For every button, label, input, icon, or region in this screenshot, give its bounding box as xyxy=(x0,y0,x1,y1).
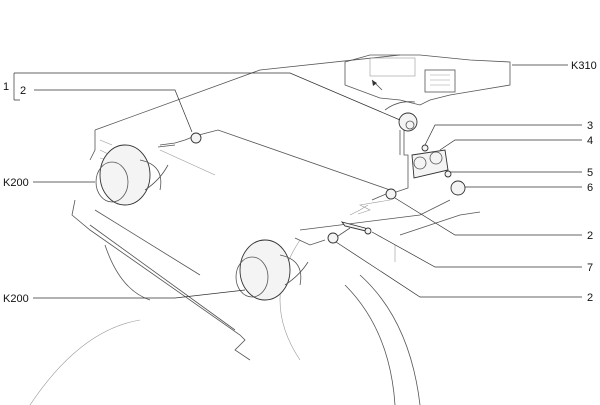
callout-6: 6 xyxy=(587,182,593,194)
fog-lamp-lower xyxy=(235,239,309,301)
wiring-harness xyxy=(157,128,409,246)
callout-1: 1 xyxy=(3,81,9,93)
callout-4: 4 xyxy=(587,135,593,147)
callout-3: 3 xyxy=(587,120,593,132)
car-body-outline xyxy=(29,54,481,405)
callout-5: 5 xyxy=(587,167,593,179)
switch-assembly xyxy=(398,112,466,196)
callout-2-left: 2 xyxy=(20,85,26,97)
callout-2-right-lower: 2 xyxy=(587,292,593,304)
callout-7: 7 xyxy=(587,262,593,274)
callout-k200-upper: K200 xyxy=(3,177,29,189)
dashboard-illustration xyxy=(344,54,511,111)
leader-lines xyxy=(13,64,582,299)
callout-2-right-upper: 2 xyxy=(587,230,593,242)
callout-k200-lower: K200 xyxy=(3,293,29,305)
callout-k310: K310 xyxy=(571,60,597,72)
fog-lamp-upper xyxy=(95,144,169,206)
